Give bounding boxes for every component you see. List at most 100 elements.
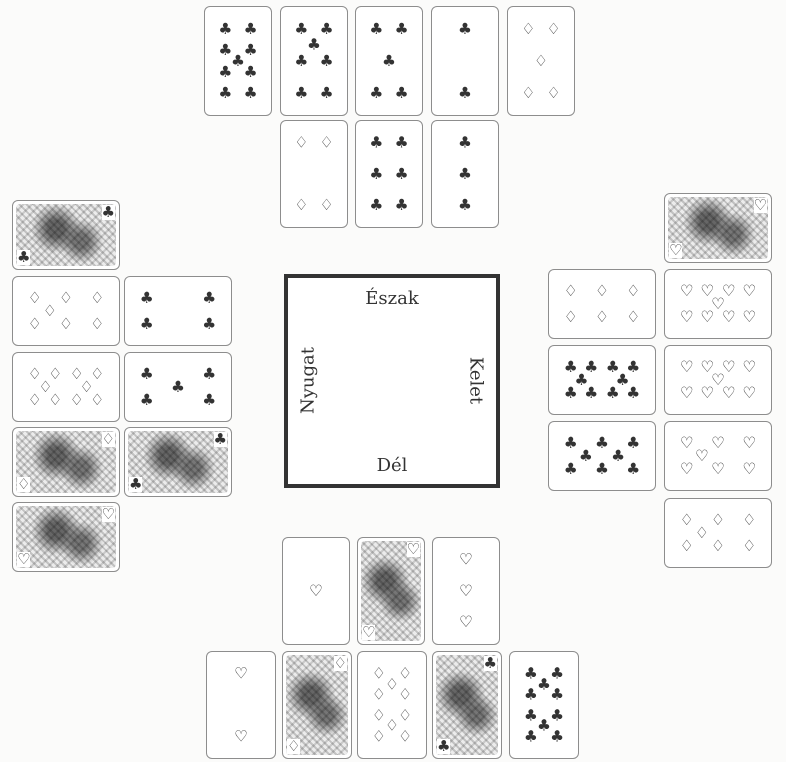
diamonds-icon: ♢ bbox=[17, 477, 30, 492]
card-3-of-hearts[interactable]: ♡♡♡ bbox=[432, 537, 500, 645]
clubs-icon: ♣ bbox=[395, 84, 409, 102]
clubs-icon: ♣ bbox=[17, 250, 30, 265]
clubs-icon: ♣ bbox=[244, 20, 258, 38]
clubs-icon: ♣ bbox=[564, 434, 578, 452]
clubs-icon: ♣ bbox=[537, 717, 551, 735]
diamonds-icon: ♢ bbox=[398, 665, 412, 683]
card-6-of-diamonds[interactable]: ♢♢♢♢♢♢ bbox=[548, 269, 656, 339]
hearts-icon: ♡ bbox=[459, 551, 473, 569]
card-6-of-clubs[interactable]: ♣♣♣♣♣♣ bbox=[355, 120, 423, 228]
card-10-of-clubs[interactable]: ♣♣♣♣♣♣♣♣♣♣ bbox=[509, 651, 579, 759]
clubs-icon: ♣ bbox=[550, 707, 564, 725]
diamonds-icon: ♢ bbox=[595, 308, 609, 326]
clubs-icon: ♣ bbox=[458, 196, 472, 214]
card-face-of-hearts[interactable]: ♡♡ bbox=[357, 537, 425, 645]
hearts-icon: ♡ bbox=[680, 460, 694, 478]
diamonds-icon: ♢ bbox=[547, 84, 561, 102]
card-10-of-diamonds[interactable]: ♢♢♢♢♢♢♢♢♢♢ bbox=[12, 352, 120, 422]
card-7-of-diamonds[interactable]: ♢♢♢♢♢♢♢ bbox=[12, 276, 120, 346]
clubs-icon: ♣ bbox=[382, 52, 396, 70]
diamonds-icon: ♢ bbox=[398, 685, 412, 703]
hearts-icon: ♡ bbox=[754, 198, 767, 213]
diamonds-icon: ♢ bbox=[742, 537, 756, 555]
clubs-icon: ♣ bbox=[395, 165, 409, 183]
card-4-of-clubs[interactable]: ♣♣♣♣ bbox=[124, 276, 232, 346]
hearts-icon: ♡ bbox=[234, 727, 248, 745]
diamonds-icon: ♢ bbox=[521, 84, 535, 102]
diamonds-icon: ♢ bbox=[59, 289, 73, 307]
clubs-icon: ♣ bbox=[218, 63, 232, 81]
clubs-icon: ♣ bbox=[595, 434, 609, 452]
clubs-icon: ♣ bbox=[584, 358, 598, 376]
diamonds-icon: ♢ bbox=[626, 282, 640, 300]
clubs-icon: ♣ bbox=[626, 460, 640, 478]
clubs-icon: ♣ bbox=[550, 665, 564, 683]
card-face-of-clubs[interactable]: ♣♣ bbox=[12, 200, 120, 270]
card-9-of-hearts[interactable]: ♡♡♡♡♡♡♡♡♡ bbox=[664, 269, 772, 339]
hearts-icon: ♡ bbox=[309, 582, 323, 600]
card-9-of-hearts[interactable]: ♡♡♡♡♡♡♡♡♡ bbox=[664, 345, 772, 415]
card-7-of-diamonds[interactable]: ♢♢♢♢♢♢♢ bbox=[664, 498, 772, 568]
card-face-of-clubs[interactable]: ♣♣ bbox=[432, 651, 502, 759]
card-10-of-clubs[interactable]: ♣♣♣♣♣♣♣♣♣♣ bbox=[548, 345, 656, 415]
clubs-icon: ♣ bbox=[244, 41, 258, 59]
direction-north: Észak bbox=[288, 288, 496, 309]
card-face-of-hearts[interactable]: ♡♡ bbox=[664, 193, 772, 263]
diamonds-icon: ♢ bbox=[372, 685, 386, 703]
clubs-icon: ♣ bbox=[524, 665, 538, 683]
clubs-icon: ♣ bbox=[458, 165, 472, 183]
card-2-of-hearts[interactable]: ♡♡ bbox=[206, 651, 276, 759]
card-face-of-hearts[interactable]: ♡♡ bbox=[12, 502, 120, 572]
diamonds-icon: ♢ bbox=[742, 511, 756, 529]
clubs-icon: ♣ bbox=[395, 196, 409, 214]
card-7-of-hearts[interactable]: ♡♡♡♡♡♡♡ bbox=[664, 421, 772, 491]
hearts-icon: ♡ bbox=[680, 358, 694, 376]
clubs-icon: ♣ bbox=[437, 739, 450, 754]
card-face-of-diamonds[interactable]: ♢♢ bbox=[12, 427, 120, 497]
diamonds-icon: ♢ bbox=[711, 537, 725, 555]
hearts-icon: ♡ bbox=[680, 282, 694, 300]
hearts-icon: ♡ bbox=[711, 460, 725, 478]
diamonds-icon: ♢ bbox=[385, 717, 399, 735]
diamonds-icon: ♢ bbox=[398, 727, 412, 745]
card-2-of-clubs[interactable]: ♣♣ bbox=[431, 6, 499, 116]
hearts-icon: ♡ bbox=[722, 384, 736, 402]
card-9-of-clubs[interactable]: ♣♣♣♣♣♣♣♣♣ bbox=[204, 6, 272, 116]
hearts-icon: ♡ bbox=[680, 308, 694, 326]
diamonds-icon: ♢ bbox=[680, 537, 694, 555]
card-8-of-clubs[interactable]: ♣♣♣♣♣♣♣♣ bbox=[548, 421, 656, 491]
card-4-of-diamonds[interactable]: ♢♢♢♢ bbox=[280, 120, 348, 228]
card-1-of-hearts[interactable]: ♡ bbox=[282, 537, 350, 645]
diamonds-icon: ♢ bbox=[534, 52, 548, 70]
card-5-of-clubs[interactable]: ♣♣♣♣♣ bbox=[355, 6, 423, 116]
clubs-icon: ♣ bbox=[202, 391, 216, 409]
hearts-icon: ♡ bbox=[669, 243, 682, 258]
card-7-of-clubs[interactable]: ♣♣♣♣♣♣♣ bbox=[280, 6, 348, 116]
clubs-icon: ♣ bbox=[458, 20, 472, 38]
clubs-icon: ♣ bbox=[458, 134, 472, 152]
card-10-of-diamonds[interactable]: ♢♢♢♢♢♢♢♢♢♢ bbox=[357, 651, 427, 759]
diamonds-icon: ♢ bbox=[372, 665, 386, 683]
card-5-of-clubs[interactable]: ♣♣♣♣♣ bbox=[124, 352, 232, 422]
clubs-icon: ♣ bbox=[484, 656, 497, 671]
clubs-icon: ♣ bbox=[140, 289, 154, 307]
hearts-icon: ♡ bbox=[742, 434, 756, 452]
card-5-of-diamonds[interactable]: ♢♢♢♢♢ bbox=[507, 6, 575, 116]
card-face-of-diamonds[interactable]: ♢♢ bbox=[282, 651, 352, 759]
clubs-icon: ♣ bbox=[395, 134, 409, 152]
clubs-icon: ♣ bbox=[202, 365, 216, 383]
diamonds-icon: ♢ bbox=[28, 289, 42, 307]
clubs-icon: ♣ bbox=[171, 378, 185, 396]
hearts-icon: ♡ bbox=[680, 434, 694, 452]
diamonds-icon: ♢ bbox=[385, 675, 399, 693]
diamonds-icon: ♢ bbox=[320, 196, 334, 214]
clubs-icon: ♣ bbox=[369, 20, 383, 38]
clubs-icon: ♣ bbox=[584, 384, 598, 402]
card-face-of-clubs[interactable]: ♣♣ bbox=[124, 427, 232, 497]
diamonds-icon: ♢ bbox=[711, 511, 725, 529]
diamonds-icon: ♢ bbox=[398, 707, 412, 725]
clubs-icon: ♣ bbox=[537, 675, 551, 693]
hearts-icon: ♡ bbox=[742, 308, 756, 326]
hearts-icon: ♡ bbox=[722, 282, 736, 300]
card-3-of-clubs[interactable]: ♣ ♣ ♣ bbox=[431, 120, 499, 228]
